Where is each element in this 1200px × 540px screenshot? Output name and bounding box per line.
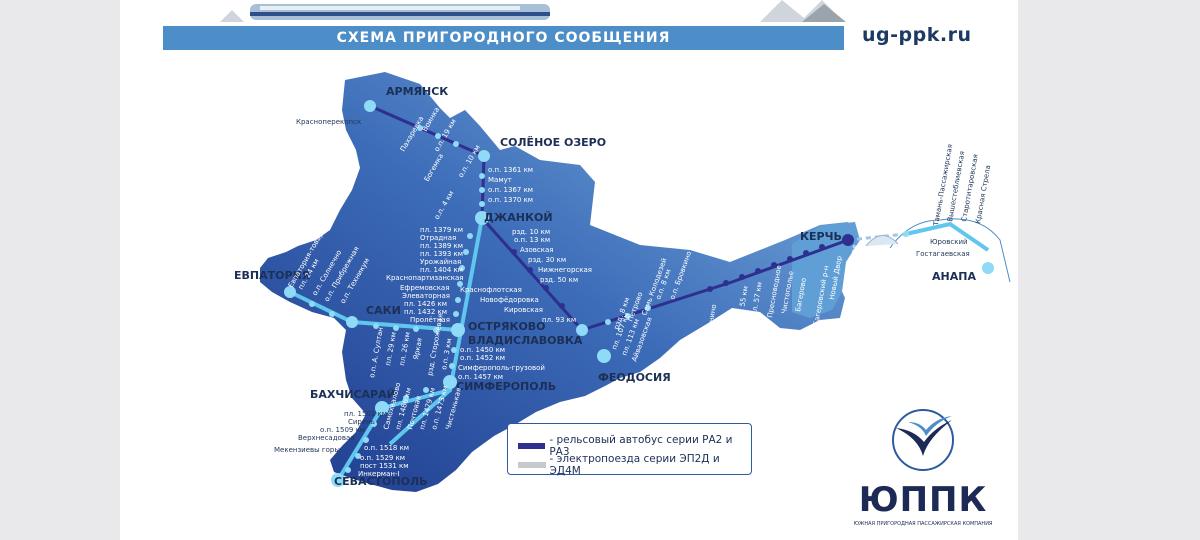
city-evpatoriya: ЕВПАТОРИЯ (234, 269, 310, 282)
city-vladislavovka: ВЛАДИСЛАВОВКА (468, 334, 583, 347)
city-kerch: КЕРЧЬ (800, 230, 842, 243)
city-saki: САКИ (366, 304, 401, 317)
header-illustration (220, 0, 846, 22)
stop-urozhaynaya: Урожайная (420, 258, 461, 266)
city-feodosiya: ФЕОДОСИЯ (598, 371, 671, 384)
city-soleonoe: СОЛЁНОЕ ОЗЕРО (500, 135, 606, 149)
city-labels: АРМЯНСК СОЛЁНОЕ ОЗЕРО ДЖАНКОЙ ЕВПАТОРИЯ … (234, 85, 976, 488)
stop-mekenzievy: Мекензиевы горы (274, 446, 340, 454)
legend-row-bus: - рельсовый автобус серии РА2 и РА3 (518, 434, 751, 458)
stop-post1531: пост 1531 км (360, 462, 409, 470)
bridge-icon (865, 235, 899, 247)
stop-pl1432: пл. 1432 км (404, 308, 447, 316)
stop-gostagaevskaya: Гостагаевская (916, 250, 970, 258)
stop-pl1426: пл. 1426 км (404, 300, 447, 308)
station-dots (284, 100, 994, 487)
city-bakhchisaray: БАХЧИСАРАЙ (310, 388, 396, 401)
stop-pl1389: пл. 1389 км (420, 242, 463, 250)
city-ostryakovo: ОСТРЯКОВО (468, 320, 546, 333)
stop-rzd50: рзд. 50 км (540, 276, 578, 284)
stop-krasnoflotskaya: Краснофлотская (460, 286, 522, 294)
city-anapa: АНАПА (932, 270, 976, 283)
map-legend: - рельсовый автобус серии РА2 и РА3 - эл… (507, 423, 752, 477)
stop-op1529: о.п. 1529 км (360, 454, 405, 462)
kerch-peninsula (792, 222, 860, 318)
stop-krasnoperekopsk: Красноперекопск (296, 118, 361, 126)
legend-row-train: - электропоезда серии ЭП2Д и ЭД4М (518, 453, 751, 477)
stop-op1518: о.п. 1518 км (364, 444, 409, 452)
stop-yarkaya: Яркая (412, 337, 424, 360)
city-dzhankoy: ДЖАНКОЙ (484, 211, 553, 224)
stop-op1367: о.п. 1367 км (488, 186, 533, 194)
map-sheet: АРМЯНСК СОЛЁНОЕ ОЗЕРО ДЖАНКОЙ ЕВПАТОРИЯ … (120, 0, 1018, 540)
stop-yurovskiy: Юровский (930, 238, 968, 246)
stop-efremovskaya: Ефремовская (400, 284, 449, 292)
stop-pl1501: пл. 1501 км (344, 410, 387, 418)
legend-label-bus: - рельсовый автобус серии РА2 и РА3 (549, 434, 733, 458)
city-simferopol: СИМФЕРОПОЛЬ (456, 380, 556, 393)
stop-pl1393: пл. 1393 км (420, 250, 463, 258)
stop-kirovskaya: Кировская (504, 306, 543, 314)
bus-lines (369, 104, 849, 332)
stop-pl1404: пл. 1404 км (420, 266, 463, 274)
logo-wordmark: ЮППК (858, 480, 988, 520)
legend-label-train: - электропоезда серии ЭП2Д и ЭД4М (549, 453, 720, 477)
stop-proletnaya: Пролётная (410, 316, 450, 324)
rail-map: АРМЯНСК СОЛЁНОЕ ОЗЕРО ДЖАНКОЙ ЕВПАТОРИЯ … (220, 0, 1011, 492)
legend-swatch-bus (518, 443, 546, 449)
legend-swatch-train (518, 462, 546, 468)
stop-novofedorovka: Новофёдоровка (480, 296, 539, 304)
stop-pl93: пл. 93 км (542, 316, 576, 324)
bus-station-dots (511, 234, 854, 309)
crimea-landmass (260, 72, 858, 492)
stop-op1361: о.п. 1361 км (488, 166, 533, 174)
stop-elevatornaya: Элеваторная (402, 292, 450, 300)
page-title: СХЕМА ПРИГОРОДНОГО СООБЩЕНИЯ (336, 30, 671, 46)
city-sevastopol: СЕВАСТОПОЛЬ (334, 475, 428, 488)
stop-rzd30: рзд. 30 км (528, 256, 566, 264)
site-url: ug-ppk.ru (862, 24, 972, 46)
stop-krasnaya-strela: Красная Стрела (974, 165, 992, 225)
stop-verkhnesadovaya: Верхнесадовая (298, 434, 354, 442)
stop-inkerman: Инкерман-I (358, 470, 400, 478)
stop-op1509: о.п. 1509 км (320, 426, 365, 434)
stop-rzd10: рзд. 10 км (512, 228, 550, 236)
stop-otradnaya: Отрадная (420, 234, 456, 242)
stop-op1457: о.п. 1457 км (458, 373, 503, 381)
stop-nizhnegorskaya: Нижнегорская (538, 266, 592, 274)
city-armyansk: АРМЯНСК (386, 85, 448, 98)
logo-subtitle: ЮЖНАЯ ПРИГОРОДНАЯ ПАССАЖИРСКАЯ КОМПАНИЯ (853, 521, 993, 527)
stop-op1370: о.п. 1370 км (488, 196, 533, 204)
company-logo: ЮППК ЮЖНАЯ ПРИГОРОДНАЯ ПАССАЖИРСКАЯ КОМП… (848, 400, 998, 534)
stop-siren: Сирень (348, 418, 375, 426)
stop-mamut: Мамут (488, 176, 512, 184)
stop-azovskaya: Азовская (520, 246, 554, 254)
stop-pl1379: пл. 1379 км (420, 226, 463, 234)
stop-krasnopartizanskaya: Краснопартизанская (386, 274, 464, 282)
header-banner: СХЕМА ПРИГОРОДНОГО СООБЩЕНИЯ (163, 26, 844, 50)
stop-op1450: о.п. 1450 км (460, 346, 505, 354)
stop-op1452: о.п. 1452 км (460, 354, 505, 362)
bird-emblem-icon (892, 409, 954, 471)
stop-op13: о.п. 13 км (514, 236, 550, 244)
stop-simf-gruz: Симферополь-грузовой (458, 364, 545, 372)
